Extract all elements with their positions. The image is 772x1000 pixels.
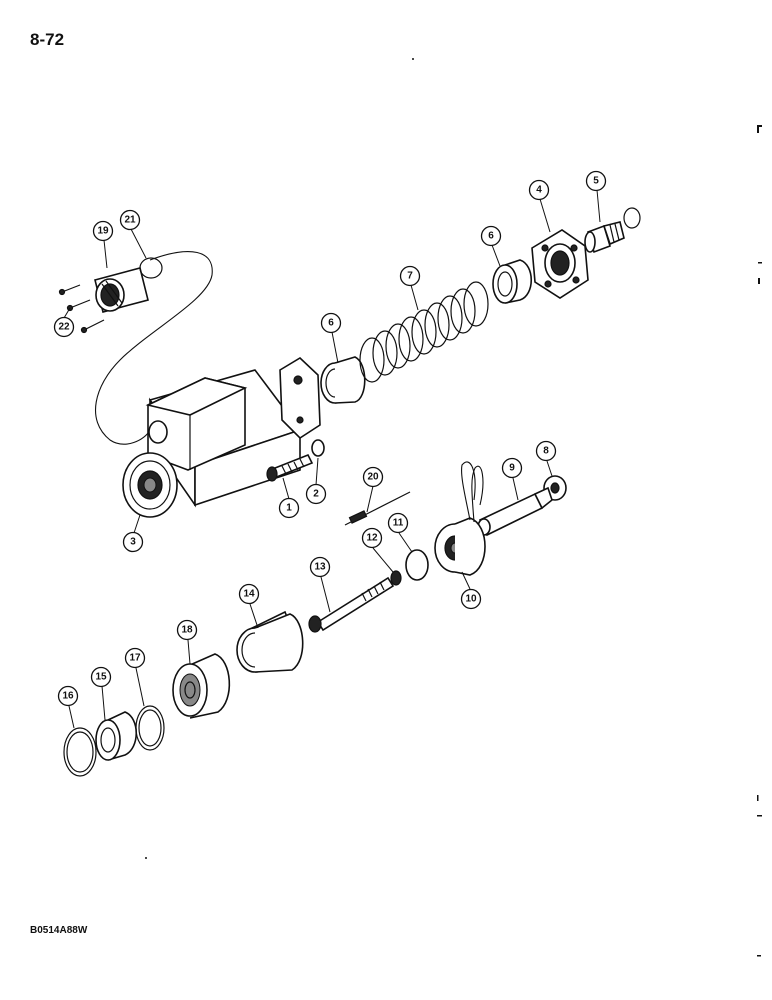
callout-6b: 6 xyxy=(480,225,502,247)
screws-part-22 xyxy=(58,284,105,334)
callout-17: 17 xyxy=(124,647,146,669)
sensor-part-10 xyxy=(434,461,486,576)
page-number: 8-72 xyxy=(30,30,65,49)
shaft-part-9 xyxy=(477,486,553,537)
callout-21: 21 xyxy=(119,209,141,231)
callout-22-label: 22 xyxy=(58,322,70,333)
washer-part-2 xyxy=(311,439,325,457)
callout-13-label: 13 xyxy=(314,562,326,573)
o-ring-part-5 xyxy=(623,207,641,229)
callout-12: 12 xyxy=(361,527,383,549)
pin-part-20 xyxy=(344,491,411,526)
callout-6a-label: 6 xyxy=(328,318,334,329)
callout-16: 16 xyxy=(57,685,79,707)
callout-1: 1 xyxy=(278,497,300,519)
callout-16-label: 16 xyxy=(62,691,74,702)
callout-5-label: 5 xyxy=(593,176,599,187)
callout-22: 22 xyxy=(53,316,75,338)
callout-4: 4 xyxy=(528,179,550,201)
bushing-part-6-right xyxy=(492,259,533,304)
callout-10-label: 10 xyxy=(465,594,477,605)
margin-specks xyxy=(145,58,762,957)
callout-15: 15 xyxy=(90,666,112,688)
o-ring-part-21 xyxy=(139,257,163,279)
disk-part-11 xyxy=(405,549,429,581)
callout-10: 10 xyxy=(460,588,482,610)
callout-8-label: 8 xyxy=(543,446,549,457)
callout-19: 19 xyxy=(92,220,114,242)
fitting-part-19 xyxy=(94,267,149,313)
housing-part-3 xyxy=(122,357,321,518)
callout-1-label: 1 xyxy=(286,503,292,514)
callout-13: 13 xyxy=(309,556,331,578)
piston-part-18 xyxy=(172,653,231,719)
o-ring-part-17 xyxy=(135,705,165,751)
bolt-part-1 xyxy=(266,453,314,482)
callout-20-label: 20 xyxy=(367,472,379,483)
spring-part-7 xyxy=(359,281,489,383)
sleeve-part-14 xyxy=(236,610,304,673)
callout-14: 14 xyxy=(238,583,260,605)
flange-plate-part-4 xyxy=(531,229,589,299)
callout-2-label: 2 xyxy=(313,489,319,500)
callout-20: 20 xyxy=(362,466,384,488)
callout-18: 18 xyxy=(176,619,198,641)
callout-3: 3 xyxy=(122,531,144,553)
callout-17-label: 17 xyxy=(129,653,141,664)
hose-line xyxy=(95,251,213,445)
plug-part-15 xyxy=(95,711,138,761)
callout-7: 7 xyxy=(399,265,421,287)
callout-9-label: 9 xyxy=(509,463,515,474)
callout-7-label: 7 xyxy=(407,271,413,282)
callout-11: 11 xyxy=(387,512,409,534)
callout-2: 2 xyxy=(305,483,327,505)
callout-8: 8 xyxy=(535,440,557,462)
callout-15-label: 15 xyxy=(95,672,107,683)
callout-21-label: 21 xyxy=(124,215,136,226)
callout-18-label: 18 xyxy=(181,625,193,636)
snap-ring-part-16 xyxy=(63,727,97,777)
figure-code: B0514A88W xyxy=(30,925,88,936)
callout-4-label: 4 xyxy=(536,185,542,196)
callout-6a: 6 xyxy=(320,312,342,334)
callout-14-label: 14 xyxy=(243,589,255,600)
leader-lines xyxy=(63,189,601,729)
fitting-part-5 xyxy=(584,221,625,254)
callout-6b-label: 6 xyxy=(488,231,494,242)
callout-3-label: 3 xyxy=(130,537,136,548)
long-bolt-part-13 xyxy=(308,576,395,633)
bushing-part-6-left xyxy=(320,356,366,404)
callout-5: 5 xyxy=(585,170,607,192)
callout-19-label: 19 xyxy=(97,226,109,237)
washer-part-12 xyxy=(390,570,402,586)
callout-12-label: 12 xyxy=(366,533,378,544)
callout-11-label: 11 xyxy=(393,518,404,529)
callout-9: 9 xyxy=(501,457,523,479)
